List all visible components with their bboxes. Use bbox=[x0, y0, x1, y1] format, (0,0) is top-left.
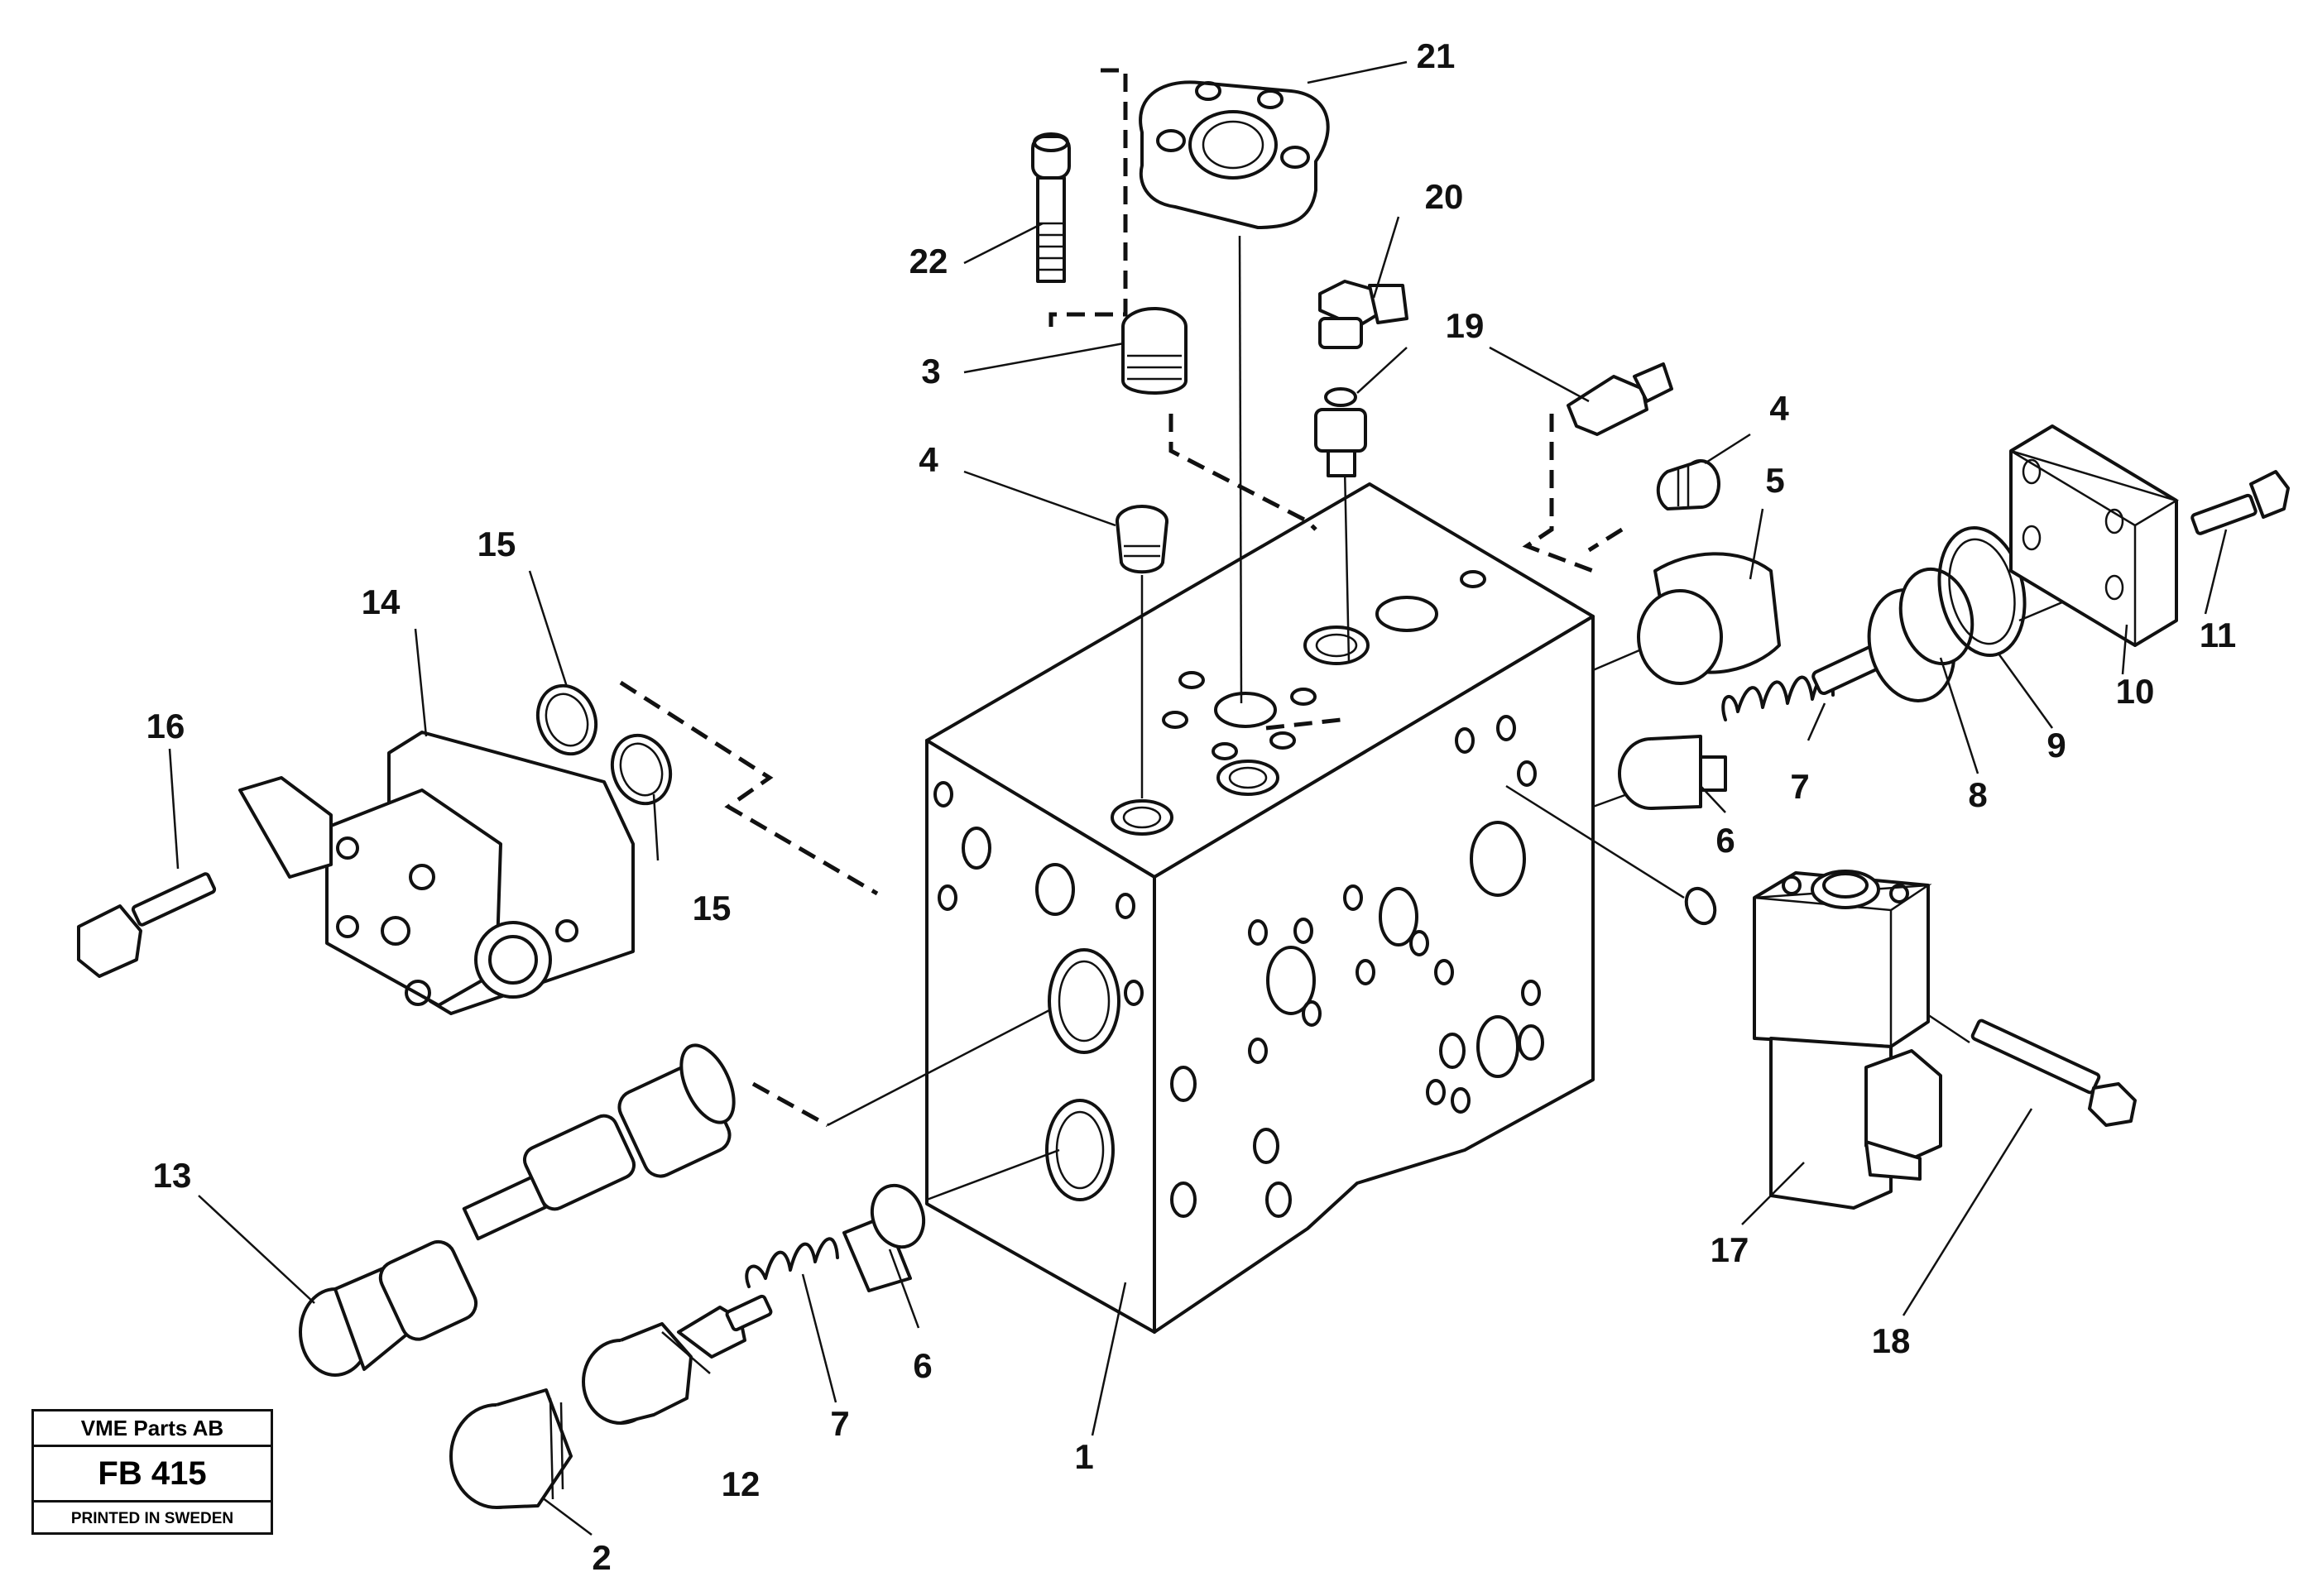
callout-2: 2 bbox=[592, 1538, 611, 1577]
title-block: VME Parts AB FB 415 PRINTED IN SWEDEN bbox=[31, 1409, 273, 1535]
plug-part-5 bbox=[1637, 552, 1781, 685]
callout-10: 10 bbox=[2116, 672, 2155, 711]
poppet-part-6-left bbox=[842, 1183, 926, 1292]
assembly-lines bbox=[619, 68, 2128, 1201]
bolt-part-22 bbox=[1031, 132, 1071, 283]
callout-14: 14 bbox=[362, 582, 401, 621]
flange-part-21 bbox=[1139, 80, 1330, 229]
callout-13: 13 bbox=[153, 1156, 192, 1195]
callout-11: 11 bbox=[2200, 616, 2236, 654]
spring-part-7-left bbox=[745, 1237, 839, 1288]
callout-18: 18 bbox=[1872, 1321, 1911, 1360]
callout-labels: 21 22 20 3 19 4 4 5 15 14 16 15 7 6 8 9 … bbox=[146, 36, 2237, 1577]
callout-4-right: 4 bbox=[1769, 389, 1789, 428]
valve-block-part-1 bbox=[925, 482, 1595, 1334]
solenoid-valve-part-17 bbox=[1753, 870, 1942, 1210]
o-ring-part-15-b bbox=[610, 733, 673, 806]
callout-1: 1 bbox=[1074, 1437, 1093, 1476]
callout-3: 3 bbox=[921, 352, 940, 391]
callout-9: 9 bbox=[2046, 726, 2066, 764]
callout-7-right: 7 bbox=[1790, 767, 1809, 806]
plug-part-3 bbox=[1121, 307, 1188, 395]
plug-part-2 bbox=[449, 1388, 573, 1509]
callout-16: 16 bbox=[146, 707, 185, 745]
callout-19: 19 bbox=[1446, 306, 1485, 345]
callout-15-top: 15 bbox=[477, 525, 516, 563]
spring-part-7-right bbox=[1721, 672, 1835, 721]
screw-part-18 bbox=[1970, 1018, 2137, 1127]
cover-plate-part-10 bbox=[2009, 424, 2180, 647]
plug-part-4-left bbox=[1116, 505, 1168, 574]
callout-8: 8 bbox=[1968, 775, 1987, 814]
throttle-part-12 bbox=[582, 1294, 773, 1425]
screw-part-16 bbox=[77, 872, 217, 978]
figure-code: FB 415 bbox=[34, 1447, 271, 1503]
valve-part-14 bbox=[238, 731, 635, 1015]
screw-part-11 bbox=[2190, 470, 2290, 535]
callout-7-left: 7 bbox=[830, 1404, 849, 1443]
o-ring-part-15-a bbox=[535, 683, 598, 756]
piston-part-8 bbox=[1811, 567, 1975, 702]
callout-5: 5 bbox=[1765, 461, 1784, 500]
company-name: VME Parts AB bbox=[34, 1411, 271, 1447]
callout-21: 21 bbox=[1417, 36, 1456, 75]
callout-22: 22 bbox=[909, 242, 948, 280]
spool-part-13 bbox=[299, 1043, 736, 1377]
fitting-part-19-a bbox=[1314, 387, 1367, 477]
callout-6-left: 6 bbox=[913, 1346, 932, 1385]
printed-note: PRINTED IN SWEDEN bbox=[70, 1510, 234, 1527]
plug-part-4-right bbox=[1656, 459, 1720, 510]
fitting-part-20 bbox=[1318, 280, 1408, 349]
callout-15-bottom: 15 bbox=[693, 889, 732, 927]
callout-12: 12 bbox=[722, 1464, 761, 1503]
callout-6-right: 6 bbox=[1715, 821, 1735, 860]
callout-leaders bbox=[168, 60, 2228, 1536]
callout-17: 17 bbox=[1711, 1230, 1749, 1269]
callout-4-left: 4 bbox=[919, 440, 938, 479]
fitting-part-19-b bbox=[1567, 362, 1673, 436]
callout-20: 20 bbox=[1425, 177, 1464, 216]
o-ring-part-9 bbox=[1937, 525, 2027, 658]
o-ring-small bbox=[1684, 886, 1717, 926]
poppet-part-6-right bbox=[1618, 735, 1727, 810]
